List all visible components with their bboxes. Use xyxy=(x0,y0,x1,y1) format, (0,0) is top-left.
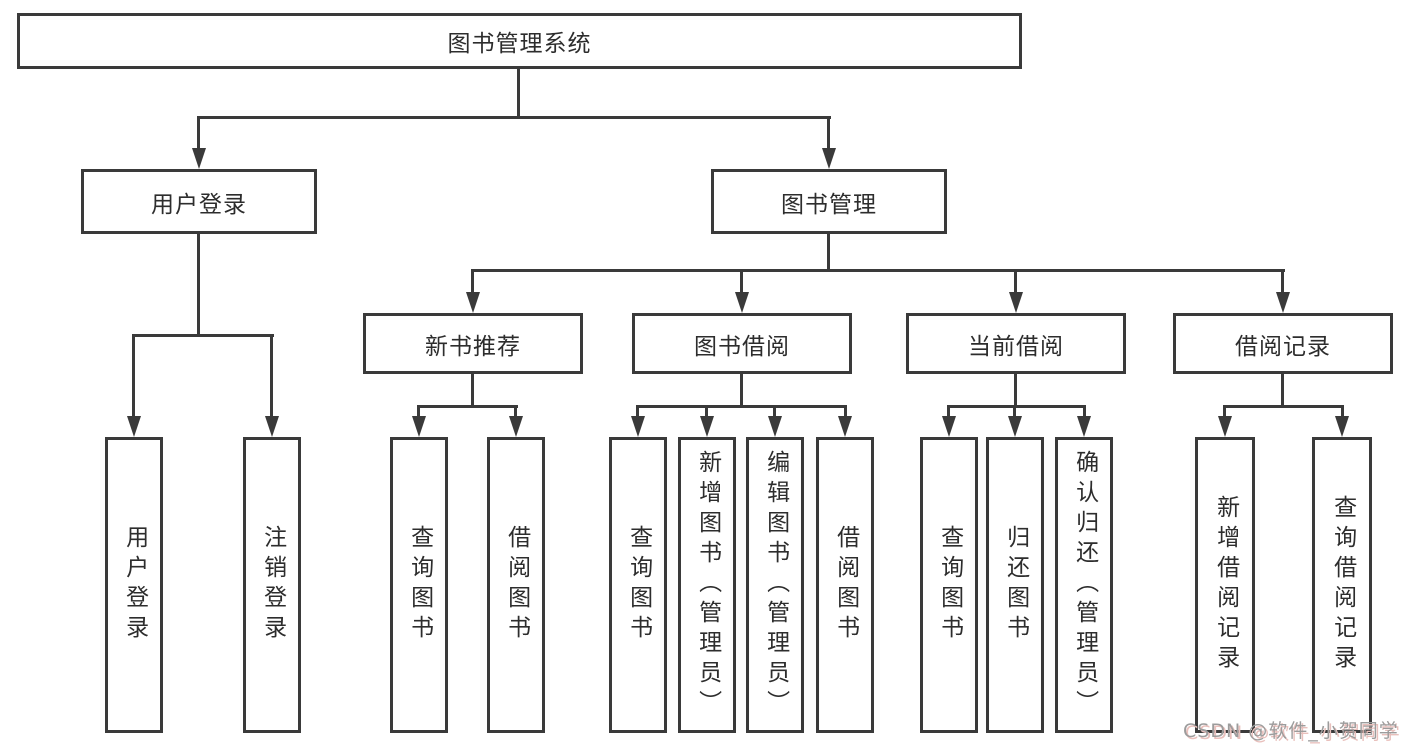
arrow-down-icon xyxy=(1276,292,1290,313)
connector-line xyxy=(1281,374,1284,407)
node-borrowing-records: 借阅记录 xyxy=(1173,313,1393,374)
connector-line xyxy=(471,269,1285,272)
connector-line xyxy=(417,405,518,408)
connector-line xyxy=(514,405,517,417)
connector-line xyxy=(517,69,520,117)
connector-line xyxy=(417,405,420,417)
connector-line xyxy=(1223,405,1344,408)
connector-line xyxy=(270,334,273,416)
leaf-query-books-recommend-label: 查询图书 xyxy=(406,525,433,645)
leaf-add-borrow-record: 新增借阅记录 xyxy=(1195,437,1255,733)
arrow-down-icon xyxy=(466,292,480,313)
leaf-return-books-label: 归还图书 xyxy=(1002,525,1029,645)
arrow-down-icon xyxy=(838,416,852,437)
leaf-query-borrow-record-label: 查询借阅记录 xyxy=(1329,495,1356,675)
leaf-query-books-current: 查询图书 xyxy=(920,437,978,733)
arrow-down-icon xyxy=(412,416,426,437)
leaf-confirm-return-admin: 确认归还（管理员） xyxy=(1055,437,1113,733)
leaf-user-login-label: 用户登录 xyxy=(121,525,148,645)
node-library-system-label: 图书管理系统 xyxy=(447,31,592,57)
leaf-add-book-admin-label: 新增图书（管理员） xyxy=(694,450,721,720)
leaf-borrow-books-borrowing: 借阅图书 xyxy=(816,437,874,733)
leaf-borrow-books-recommend: 借阅图书 xyxy=(487,437,545,733)
connector-line xyxy=(1013,405,1016,417)
node-user-login: 用户登录 xyxy=(81,169,317,234)
arrow-down-icon xyxy=(127,416,141,437)
leaf-logout: 注销登录 xyxy=(243,437,301,733)
leaf-edit-book-admin: 编辑图书（管理员） xyxy=(746,437,804,733)
connector-line xyxy=(197,116,831,119)
node-new-book-recommend: 新书推荐 xyxy=(363,313,583,374)
watermark: CSDN @软件_小贺同学 xyxy=(1183,720,1399,742)
connector-line xyxy=(471,269,474,293)
leaf-query-books-borrowing-label: 查询图书 xyxy=(625,525,652,645)
node-borrowing-records-label: 借阅记录 xyxy=(1235,333,1331,360)
arrow-down-icon xyxy=(1335,416,1349,437)
leaf-return-books: 归还图书 xyxy=(986,437,1044,733)
arrow-down-icon xyxy=(265,416,279,437)
arrow-down-icon xyxy=(1218,416,1232,437)
arrow-down-icon xyxy=(1077,416,1091,437)
node-user-login-label: 用户登录 xyxy=(151,191,247,218)
node-new-book-recommend-label: 新书推荐 xyxy=(425,333,521,360)
node-book-management: 图书管理 xyxy=(711,169,947,234)
connector-line xyxy=(1014,269,1017,293)
connector-line xyxy=(132,334,135,416)
leaf-query-books-current-label: 查询图书 xyxy=(936,525,963,645)
connector-line xyxy=(636,405,639,417)
connector-line xyxy=(197,116,200,149)
arrow-down-icon xyxy=(822,148,836,169)
connector-line xyxy=(132,334,274,337)
arrow-down-icon xyxy=(192,148,206,169)
node-library-system: 图书管理系统 xyxy=(17,13,1022,69)
connector-line xyxy=(636,405,847,408)
leaf-add-book-admin: 新增图书（管理员） xyxy=(678,437,736,733)
connector-line xyxy=(705,405,708,417)
connector-line xyxy=(1341,405,1344,417)
node-book-borrowing: 图书借阅 xyxy=(632,313,852,374)
node-book-borrowing-label: 图书借阅 xyxy=(694,333,790,360)
leaf-logout-label: 注销登录 xyxy=(259,525,286,645)
leaf-borrow-books-recommend-label: 借阅图书 xyxy=(503,525,530,645)
connector-line xyxy=(197,234,200,336)
node-current-borrowing-label: 当前借阅 xyxy=(968,333,1064,360)
connector-line xyxy=(827,234,830,271)
connector-line xyxy=(827,116,830,149)
connector-line xyxy=(947,405,950,417)
arrow-down-icon xyxy=(700,416,714,437)
arrow-down-icon xyxy=(509,416,523,437)
connector-line xyxy=(1281,269,1284,293)
leaf-confirm-return-admin-label: 确认归还（管理员） xyxy=(1071,450,1098,720)
leaf-user-login: 用户登录 xyxy=(105,437,163,733)
connector-line xyxy=(773,405,776,417)
leaf-query-books-borrowing: 查询图书 xyxy=(609,437,667,733)
connector-line xyxy=(1083,405,1086,417)
connector-line xyxy=(844,405,847,417)
connector-line xyxy=(740,269,743,293)
arrow-down-icon xyxy=(735,292,749,313)
arrow-down-icon xyxy=(631,416,645,437)
leaf-borrow-books-borrowing-label: 借阅图书 xyxy=(832,525,859,645)
arrow-down-icon xyxy=(768,416,782,437)
node-book-management-label: 图书管理 xyxy=(781,191,877,218)
leaf-add-borrow-record-label: 新增借阅记录 xyxy=(1212,495,1239,675)
arrow-down-icon xyxy=(942,416,956,437)
arrow-down-icon xyxy=(1008,416,1022,437)
leaf-query-borrow-record: 查询借阅记录 xyxy=(1312,437,1372,733)
leaf-query-books-recommend: 查询图书 xyxy=(390,437,448,733)
leaf-edit-book-admin-label: 编辑图书（管理员） xyxy=(762,450,789,720)
arrow-down-icon xyxy=(1009,292,1023,313)
connector-line xyxy=(1223,405,1226,417)
connector-line xyxy=(740,374,743,407)
connector-line xyxy=(1014,374,1017,407)
node-current-borrowing: 当前借阅 xyxy=(906,313,1126,374)
connector-line xyxy=(947,405,1086,408)
connector-line xyxy=(471,374,474,407)
